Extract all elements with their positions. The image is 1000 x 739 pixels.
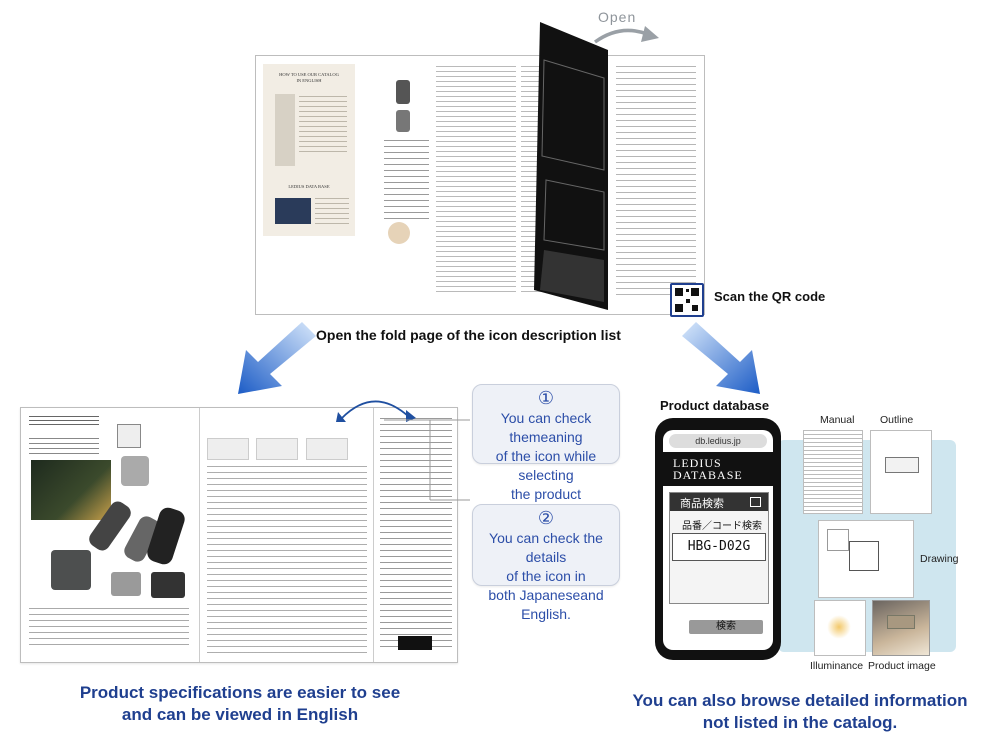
illuminance-label: Illuminance (810, 660, 864, 672)
catalog-fold-icons (373, 408, 458, 662)
drawing-label: Drawing (920, 553, 959, 565)
spotlight-illustration (51, 501, 185, 598)
left-caption: Product specifications are easier to see… (79, 683, 401, 724)
open-arrow (593, 26, 659, 44)
search-button[interactable]: 検索 (689, 620, 763, 634)
black-fold-page (534, 22, 608, 310)
callout-1-line1: You can check themeaning (500, 410, 592, 445)
phone-frame: db.ledius.jp LEDIUS DATABASE 商品検索 品番／コード… (655, 418, 781, 660)
callout-2-line2: of the icon in (506, 568, 586, 584)
left-catalog-spread (20, 407, 458, 663)
qr-code-icon (675, 288, 699, 312)
database-title: Product database (660, 398, 770, 413)
manual-doc (803, 430, 863, 514)
callout-2-line3: both Japaneseand English. (488, 587, 604, 622)
outline-label: Outline (880, 414, 914, 426)
inner-left-text-block (315, 198, 349, 224)
callout-1-number: ① (537, 388, 555, 408)
icon-list-right (616, 66, 696, 296)
arrow-down-left (238, 322, 316, 394)
catalog-left-page (21, 408, 200, 662)
url-bar: db.ledius.jp (669, 434, 767, 448)
fold-caption: Open the fold page of the icon descripti… (316, 327, 621, 343)
photo-night-garden (31, 460, 111, 520)
callout-1-line3: the product (510, 486, 582, 502)
product-image-label: Product image (868, 660, 936, 672)
right-caption: You can also browse detailed information… (632, 691, 968, 732)
ledius-logo: LEDIUS DATABASE (663, 452, 773, 486)
arrow-down-right (682, 322, 760, 394)
search-sub-label: 品番／コード検索 (682, 521, 762, 532)
callout-2-line1: You can check the details (489, 530, 603, 565)
search-header: 商品検索 (670, 493, 768, 511)
callout-connectors (384, 419, 470, 501)
search-input[interactable]: HBG-D02G (672, 533, 766, 561)
top-catalog-spread: HOW TO USE OUR CATALOG IN ENGLISH LEDIUS… (255, 55, 705, 315)
window-icon (750, 497, 761, 507)
qr-highlight-box (670, 283, 704, 317)
manual-label: Manual (820, 414, 855, 426)
icon-column-1 (384, 70, 434, 270)
search-box: 商品検索 品番／コード検索 HBG-D02G (669, 492, 769, 604)
inner-left-text-lines (299, 96, 347, 156)
product-image (872, 600, 930, 656)
inner-left-db-title: LEDIUS DATA BASE (288, 184, 330, 189)
open-label: Open (598, 9, 637, 25)
catalog-spec-page (201, 408, 373, 662)
outline-doc (870, 430, 932, 514)
inner-left-title: HOW TO USE OUR CATALOG IN ENGLISH (279, 72, 339, 83)
drawing-doc (818, 520, 914, 598)
inner-left-thumb (275, 94, 295, 166)
double-arrow-curve (336, 400, 416, 422)
illuminance-doc (814, 600, 866, 656)
text-column-2 (436, 66, 516, 296)
callout-2-number: ② (537, 508, 555, 528)
callout-2: ② You can check the details of the icon … (472, 504, 620, 622)
phone-screen: db.ledius.jp LEDIUS DATABASE 商品検索 品番／コード… (663, 430, 773, 650)
qr-caption: Scan the QR code (714, 289, 826, 304)
callout-1: ① You can check themeaning of the icon w… (472, 384, 620, 502)
inner-left-screenshot (275, 198, 311, 224)
inner-left-page: HOW TO USE OUR CATALOG IN ENGLISH LEDIUS… (263, 64, 355, 236)
callout-1-line2: of the icon while selecting (495, 448, 597, 483)
